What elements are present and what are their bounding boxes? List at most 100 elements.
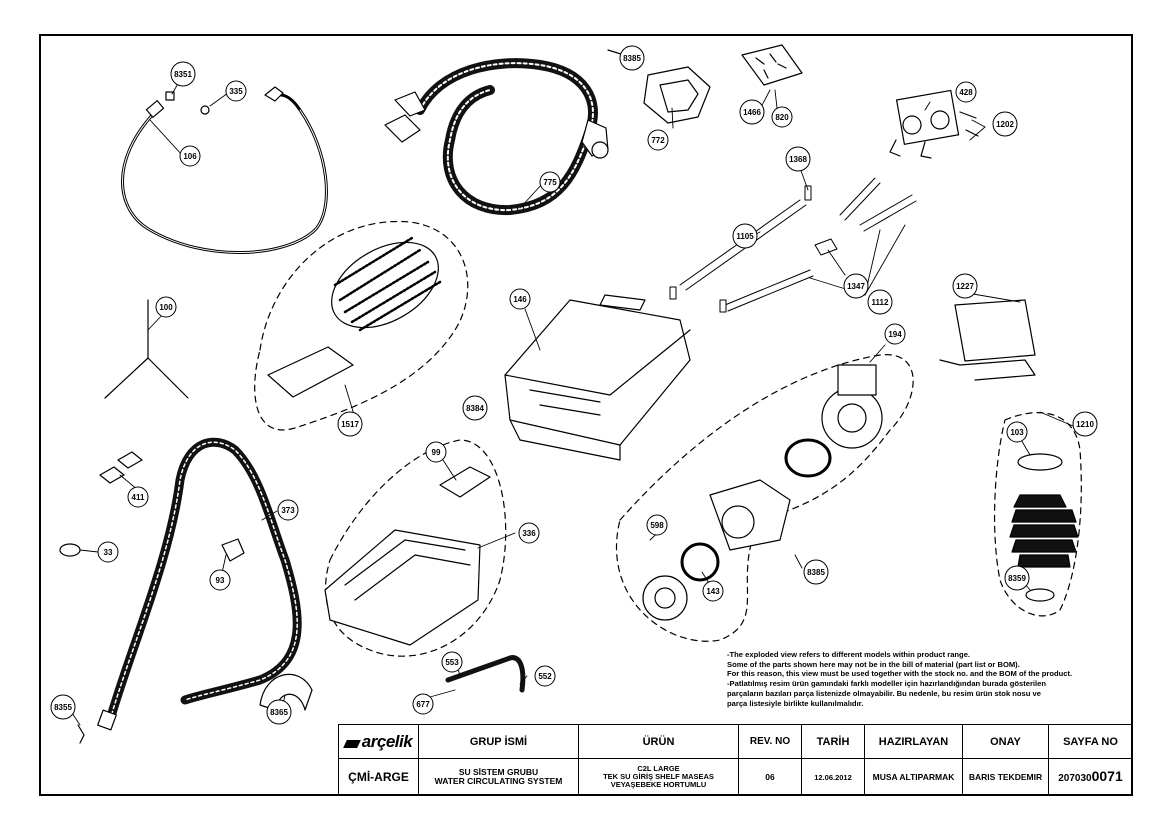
callout-bubble: [425, 441, 447, 463]
part-filter-tray: [267, 346, 354, 398]
callout-33: 33: [97, 541, 119, 563]
part-small-hose: [445, 655, 526, 693]
callout-label: 1202: [996, 120, 1014, 129]
callout-bubble: [843, 273, 869, 299]
part-drain-hose: [97, 437, 302, 731]
page-number-prefix: 207030: [1058, 772, 1092, 784]
callout-label: 775: [543, 178, 557, 187]
callout-8351: 8351: [170, 61, 196, 87]
callout-8385: 8385: [619, 45, 645, 71]
callout-label: 8351: [174, 70, 192, 79]
group-name-cell: SU SİSTEM GRUBU WATER CIRCULATING SYSTEM: [418, 758, 579, 796]
callout-bubble: [266, 699, 292, 725]
callout-bubble: [1006, 421, 1028, 443]
note-line: -The exploded view refers to different m…: [727, 650, 971, 659]
prepared-by: MUSA ALTIPARMAK: [864, 758, 963, 796]
group-outline-1517: [254, 220, 469, 431]
callout-bubble: [732, 223, 758, 249]
callout-label: 1347: [847, 282, 865, 291]
group-name-en: WATER CIRCULATING SYSTEM: [434, 776, 563, 786]
callout-label: 93: [216, 576, 225, 585]
callout-label: 1105: [736, 232, 754, 241]
callout-bubble: [884, 323, 906, 345]
header-rev: REV. NO: [738, 724, 802, 759]
callout-bubble: [170, 61, 196, 87]
callout-106: 106: [179, 145, 201, 167]
callout-bubble: [337, 411, 363, 437]
callout-label: 677: [416, 700, 430, 709]
disclaimer-notes: -The exploded view refers to different m…: [727, 650, 1131, 722]
callout-label: 335: [229, 87, 243, 96]
product-cell: C2L LARGE TEK SU GİRİŞ SHELF MASEAS VEYA…: [578, 758, 739, 796]
callout-bubble: [534, 665, 556, 687]
callout-bubble: [462, 395, 488, 421]
callout-553: 553: [441, 651, 463, 673]
callout-1466: 1466: [739, 99, 765, 125]
part-mesh-filter: [331, 236, 442, 332]
note-line: For this reason, this view must be used …: [727, 669, 1073, 679]
note-line: Some of the parts shown here may not be …: [727, 659, 1020, 669]
callout-bubble: [992, 111, 1018, 137]
date-value: 12.06.2012: [801, 758, 865, 796]
callout-143: 143: [702, 580, 724, 602]
brand-logo: arçelik: [361, 731, 413, 751]
callout-598: 598: [646, 514, 668, 536]
callout-bubble: [1004, 565, 1030, 591]
header-urun: ÜRÜN: [578, 724, 739, 759]
part-drain-pump: [642, 364, 883, 621]
header-hazirlayan: HAZIRLAYAN: [864, 724, 963, 759]
part-hose-clamp-33: [59, 543, 81, 557]
callout-93: 93: [209, 569, 231, 591]
callout-label: 8359: [1008, 574, 1026, 583]
callout-99: 99: [425, 441, 447, 463]
callout-146: 146: [509, 288, 531, 310]
callout-bubble: [952, 273, 978, 299]
callout-bubble: [867, 289, 893, 315]
callout-bubble: [803, 559, 829, 585]
callout-8359: 8359: [1004, 565, 1030, 591]
header-sayfa: SAYFA NO: [1048, 724, 1133, 759]
callout-label: 373: [281, 506, 295, 515]
callout-label: 146: [513, 295, 527, 304]
part-screw-set: [741, 44, 803, 86]
callout-bubble: [539, 171, 561, 193]
callout-bubble: [277, 499, 299, 521]
callout-bubble: [785, 146, 811, 172]
callout-1347: 1347: [843, 273, 869, 299]
callout-1210: 1210: [1072, 411, 1098, 437]
callout-label: 553: [445, 658, 459, 667]
note-line: -Patlatılmış resim ürün gamındaki farklı…: [727, 679, 1047, 689]
note-line: parça listesiyle birlikte kullanılmalıdı…: [727, 698, 864, 708]
group-outline-194: [615, 354, 914, 642]
callout-428: 428: [955, 81, 977, 103]
callout-8355: 8355: [50, 694, 76, 720]
callout-label: 8385: [807, 568, 825, 577]
callout-label: 820: [775, 113, 789, 122]
header-tarih: TARİH: [801, 724, 865, 759]
callout-label: 8355: [54, 703, 72, 712]
callout-194: 194: [884, 323, 906, 345]
callout-bubble: [647, 129, 669, 151]
callout-bubble: [179, 145, 201, 167]
callout-775: 775: [539, 171, 561, 193]
part-clips-411: [99, 451, 143, 484]
callout-1227: 1227: [952, 273, 978, 299]
group-name-tr: SU SİSTEM GRUBU: [458, 767, 539, 777]
callout-bubble: [1072, 411, 1098, 437]
part-detergent-housing: [504, 294, 691, 461]
callout-bubble: [739, 99, 765, 125]
callout-label: 1517: [341, 420, 359, 429]
callout-label: 8385: [623, 54, 641, 63]
callout-1368: 1368: [785, 146, 811, 172]
part-clamp-8351: [165, 91, 175, 101]
part-corrugated-hose: [384, 58, 609, 216]
callout-label: 1466: [743, 108, 761, 117]
callout-8365: 8365: [266, 699, 292, 725]
callout-label: 552: [538, 672, 552, 681]
page-number: 0071: [1091, 767, 1123, 784]
callout-373: 373: [277, 499, 299, 521]
callout-label: 336: [522, 529, 536, 538]
part-y-tripod: [104, 299, 189, 399]
callout-bubble: [97, 541, 119, 563]
